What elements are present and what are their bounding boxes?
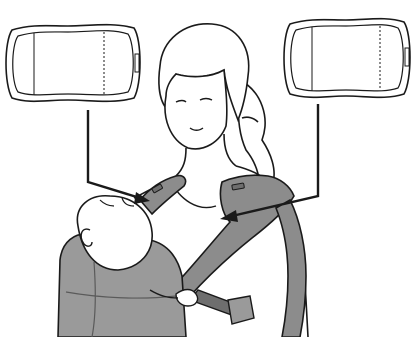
- left-shoulder-strap: [140, 176, 186, 214]
- baby-figure: [58, 196, 198, 337]
- right-shoulder-strap: [176, 175, 294, 296]
- curved-pad-icon: [284, 19, 410, 98]
- curved-pad-icon: [6, 25, 140, 102]
- left-pad-callout: [6, 25, 150, 204]
- pad-tab: [405, 48, 409, 66]
- pad-tab: [135, 54, 139, 72]
- face: [165, 70, 227, 149]
- left-leader-line: [88, 110, 140, 198]
- strap-back-edge: [276, 200, 306, 337]
- side-buckle: [228, 296, 254, 324]
